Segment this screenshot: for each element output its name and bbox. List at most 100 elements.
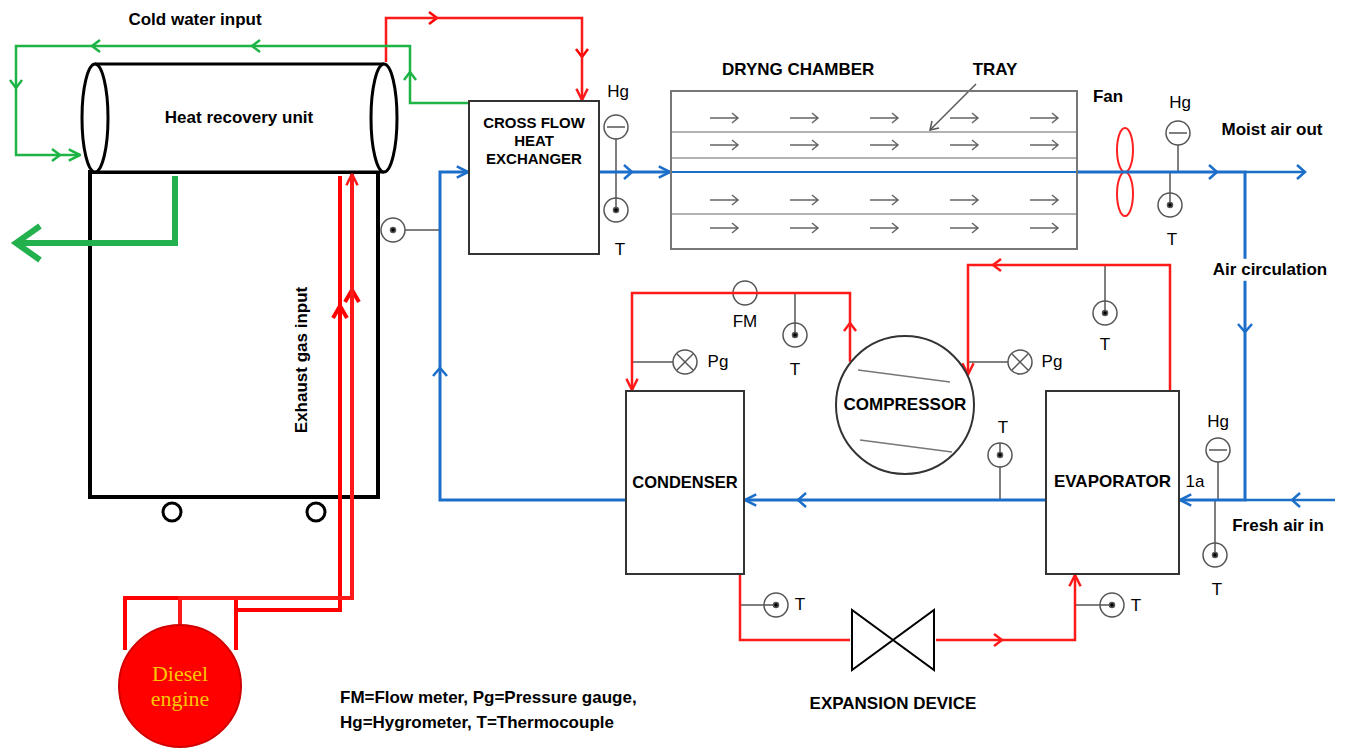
air-gauge bbox=[405, 229, 440, 231]
evaporator-box: EVAPORATOR bbox=[1045, 390, 1180, 575]
air-duct bbox=[1245, 171, 1305, 174]
instruments bbox=[1008, 350, 1032, 374]
instruments bbox=[1012, 354, 1028, 370]
instruments bbox=[1075, 604, 1100, 606]
instrument-label: T bbox=[795, 595, 805, 615]
hot-water-outlet bbox=[16, 176, 175, 260]
instruments bbox=[1213, 553, 1218, 558]
air-duct bbox=[1297, 165, 1305, 179]
instruments bbox=[1093, 301, 1117, 325]
compressor-circle: COMPRESSOR bbox=[835, 335, 975, 475]
tray-arrows bbox=[710, 113, 1058, 233]
heat-recovery-unit: Heat recovery unit bbox=[80, 62, 398, 174]
valve-outline bbox=[850, 608, 936, 672]
flow-label: Moist air out bbox=[1221, 120, 1322, 140]
instruments bbox=[607, 126, 625, 128]
boiler-body bbox=[163, 503, 181, 521]
instruments bbox=[793, 333, 798, 338]
flow-connector bbox=[386, 18, 582, 100]
abbreviation-note: FM=Flow meter, Pg=Pressure gauge, Hg=Hyg… bbox=[340, 686, 685, 735]
instrument-label: Pg bbox=[1042, 352, 1063, 372]
edge-label: Exhaust gas input bbox=[292, 287, 312, 433]
instrument-label: T bbox=[615, 240, 625, 260]
exhaust-pipe bbox=[125, 176, 359, 650]
instruments bbox=[1103, 311, 1108, 316]
instruments bbox=[1217, 462, 1219, 500]
edge-label: Air circulation bbox=[1210, 259, 1330, 281]
exhaust-pipe bbox=[333, 306, 347, 318]
instruments bbox=[615, 139, 617, 172]
instruments bbox=[774, 603, 779, 608]
instruments bbox=[604, 115, 1230, 617]
expansion-valve: EXPANSION DEVICE bbox=[850, 608, 936, 672]
tray-arrows bbox=[710, 113, 1058, 123]
cylinder-fill bbox=[95, 64, 384, 172]
instruments bbox=[999, 467, 1001, 500]
fan-label: Fan bbox=[1093, 87, 1123, 107]
engine-circle bbox=[119, 625, 241, 747]
flow-connector bbox=[632, 293, 850, 390]
air-gauge bbox=[391, 228, 396, 233]
tray-arrows bbox=[710, 195, 1058, 205]
instrument-label: T bbox=[1212, 580, 1222, 600]
instruments bbox=[677, 354, 693, 370]
instruments bbox=[1203, 543, 1227, 567]
air-gauge bbox=[381, 218, 405, 242]
valve-triangle bbox=[852, 610, 893, 670]
node-text: EXPANSION DEVICE bbox=[810, 694, 977, 714]
instrument-label: T bbox=[1131, 596, 1141, 616]
instruments bbox=[1166, 121, 1190, 145]
hot-water-outlet bbox=[16, 226, 40, 260]
node-text: CONDENSER bbox=[632, 473, 737, 493]
flow-connector bbox=[968, 265, 1170, 390]
instruments bbox=[740, 604, 764, 606]
instrument-label: Hg bbox=[1207, 412, 1229, 432]
node-text: CROSS FLOW HEAT EXCHANGER bbox=[474, 114, 594, 168]
condenser-box: CONDENSER bbox=[625, 390, 745, 575]
instruments bbox=[1110, 603, 1115, 608]
instruments bbox=[1169, 132, 1187, 134]
tray-leader bbox=[930, 121, 939, 130]
cylinder-end bbox=[82, 64, 108, 172]
instruments bbox=[1104, 265, 1106, 301]
instruments bbox=[1100, 593, 1124, 617]
node-text: EVAPORATOR bbox=[1054, 472, 1171, 492]
refrigerant-arrows bbox=[844, 259, 1002, 646]
fan-symbol bbox=[1117, 128, 1133, 172]
flow-connector bbox=[745, 499, 1045, 502]
instruments bbox=[1012, 354, 1028, 370]
node-text: Heat recovery unit bbox=[165, 108, 313, 128]
instrument-label: T bbox=[1167, 230, 1177, 250]
flow-label: Fresh air in bbox=[1232, 516, 1324, 536]
flow-connector bbox=[1078, 172, 1245, 500]
tray-lines bbox=[672, 213, 1076, 215]
valve-triangle bbox=[893, 610, 934, 670]
edge-label: Cold water input bbox=[128, 10, 261, 30]
instruments bbox=[673, 350, 697, 374]
heat-exchanger-box: CROSS FLOW HEAT EXCHANGER bbox=[468, 100, 600, 255]
tray-arrows bbox=[710, 140, 1058, 150]
instrument-label: T bbox=[790, 360, 800, 380]
instruments bbox=[1169, 172, 1171, 193]
instruments bbox=[1214, 500, 1216, 543]
instruments bbox=[1209, 449, 1227, 451]
air-duct bbox=[1245, 499, 1335, 502]
instruments bbox=[764, 593, 788, 617]
instruments bbox=[988, 443, 1012, 467]
boiler-body bbox=[307, 503, 325, 521]
hot-water-outlet bbox=[16, 176, 175, 243]
cylinder-end bbox=[371, 64, 397, 172]
instruments bbox=[783, 323, 807, 347]
flow-connector bbox=[936, 575, 1075, 640]
tray-lines bbox=[672, 131, 1076, 133]
flow-connector bbox=[180, 174, 352, 624]
instruments bbox=[604, 198, 628, 222]
instruments bbox=[1206, 438, 1230, 462]
instruments bbox=[794, 293, 796, 323]
drying-chamber: DRYNG CHAMBER bbox=[670, 90, 1078, 250]
tray-lines bbox=[672, 157, 1076, 159]
boiler-body bbox=[90, 172, 378, 497]
instruments bbox=[1158, 193, 1182, 217]
